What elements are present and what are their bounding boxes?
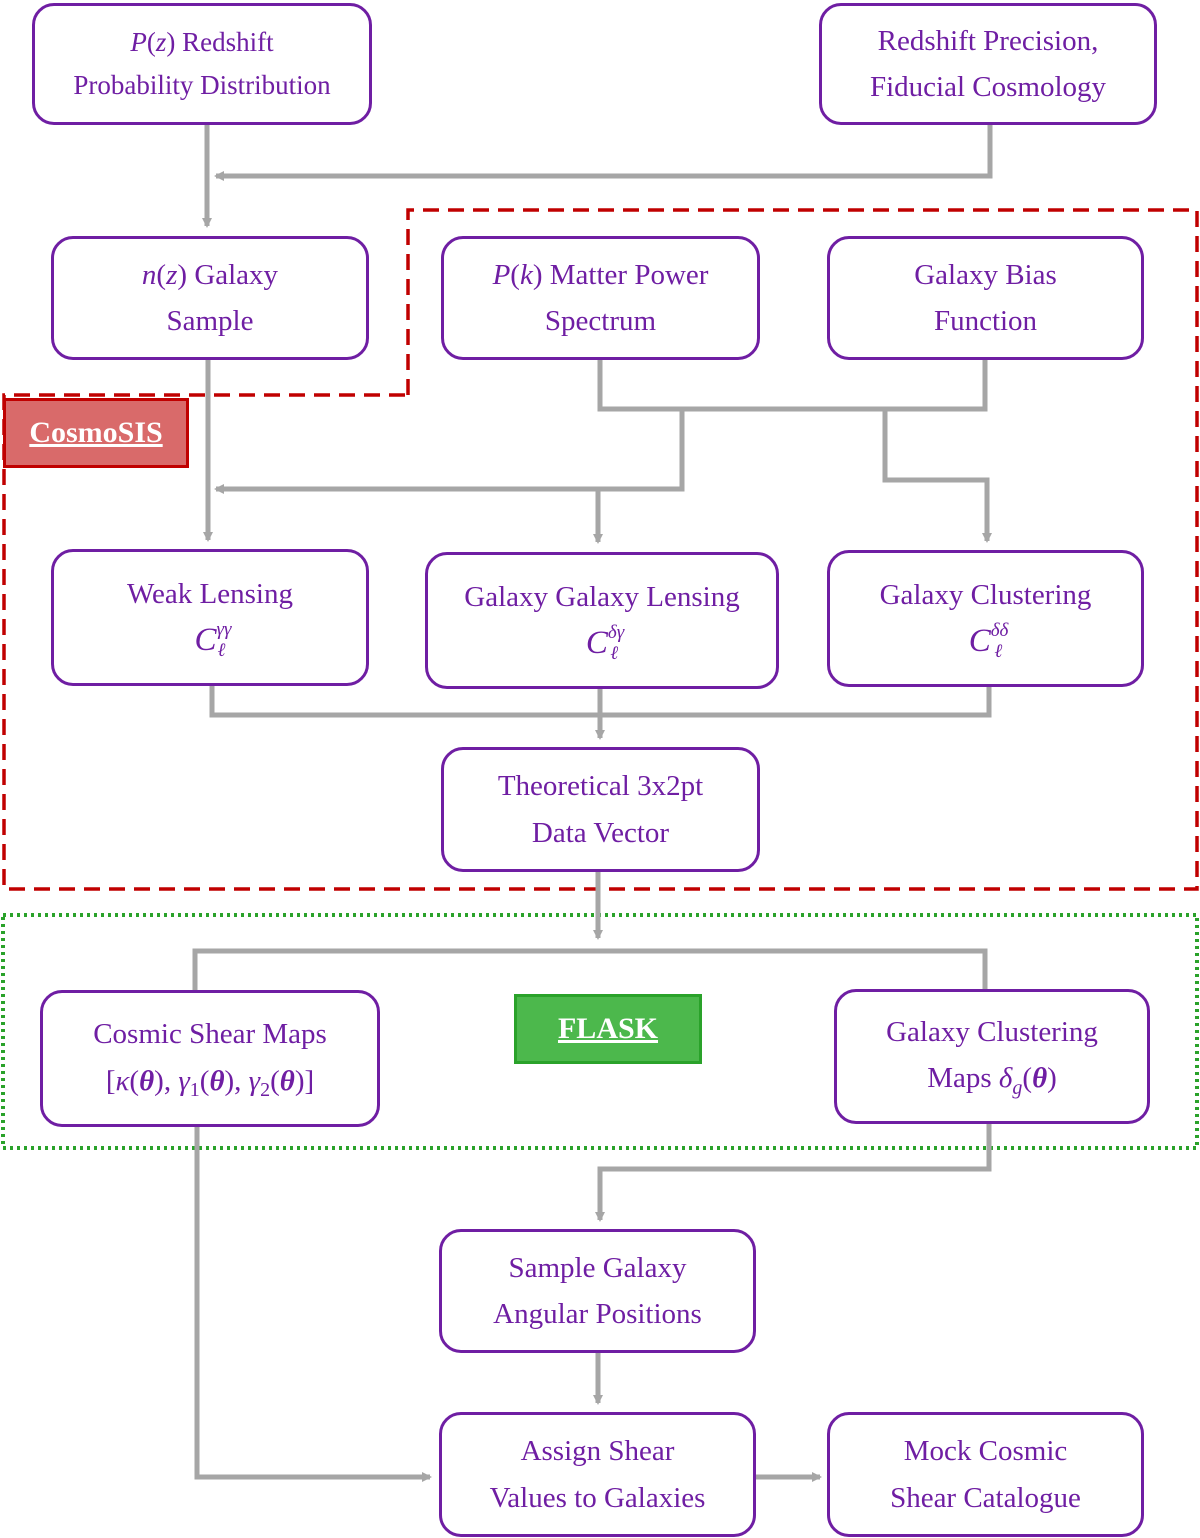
- node-galaxy-sample: n(z) Galaxy Sample: [51, 236, 369, 360]
- connector-pk-to-wl: [214, 409, 685, 494]
- node-galaxy-galaxy-lensing: Galaxy Galaxy Lensing Cδγℓ: [425, 552, 779, 689]
- connector-bias-to-gc: [882, 409, 992, 543]
- connector-gcmaps-to-sample: [595, 1124, 992, 1222]
- cosmosis-region-outline: [2, 208, 1199, 891]
- connector-precision-to-nz: [214, 124, 993, 181]
- node-sample-angular-positions: Sample Galaxy Angular Positions: [439, 1229, 756, 1353]
- node-matter-power-spectrum: P(k) Matter Power Spectrum: [441, 236, 760, 360]
- connector-shearmaps-to-assign: [194, 1127, 432, 1482]
- node-mock-catalogue: Mock Cosmic Shear Catalogue: [827, 1412, 1144, 1537]
- node-cosmic-shear-maps: Cosmic Shear Maps [κ(θ), γ1(θ), γ2(θ)]: [40, 990, 380, 1127]
- connector-pk-bias-join: [597, 360, 988, 412]
- node-galaxy-bias: Galaxy Bias Function: [827, 236, 1144, 360]
- node-assign-shear: Assign Shear Values to Galaxies: [439, 1412, 756, 1537]
- flask-label: FLASK: [514, 994, 702, 1064]
- cosmosis-label: CosmoSIS: [3, 398, 189, 468]
- node-galaxy-clustering-maps: Galaxy Clustering Maps δg(θ): [834, 989, 1150, 1124]
- node-weak-lensing: Weak Lensing Cγγℓ: [51, 549, 369, 686]
- node-redshift-probability: P(z) Redshift Probability Distribution: [32, 3, 372, 125]
- node-galaxy-clustering: Galaxy Clustering Cδδℓ: [827, 550, 1144, 687]
- node-redshift-precision: Redshift Precision, Fiducial Cosmology: [819, 3, 1157, 125]
- node-data-vector: Theoretical 3x2pt Data Vector: [441, 747, 760, 872]
- connector-flask-split: [192, 948, 988, 990]
